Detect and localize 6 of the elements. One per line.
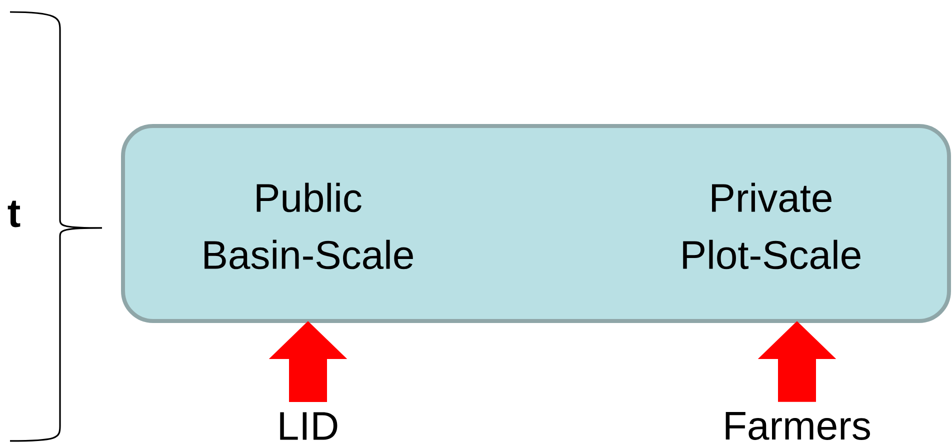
node-text: Farmers <box>726 412 870 440</box>
cut-off-text: t <box>8 200 20 228</box>
box-text: Public Basin-Scale <box>204 182 413 270</box>
box-text: Private Plot-Scale <box>683 182 860 270</box>
node-text: LID <box>280 412 338 440</box>
rounded-box <box>121 124 951 323</box>
